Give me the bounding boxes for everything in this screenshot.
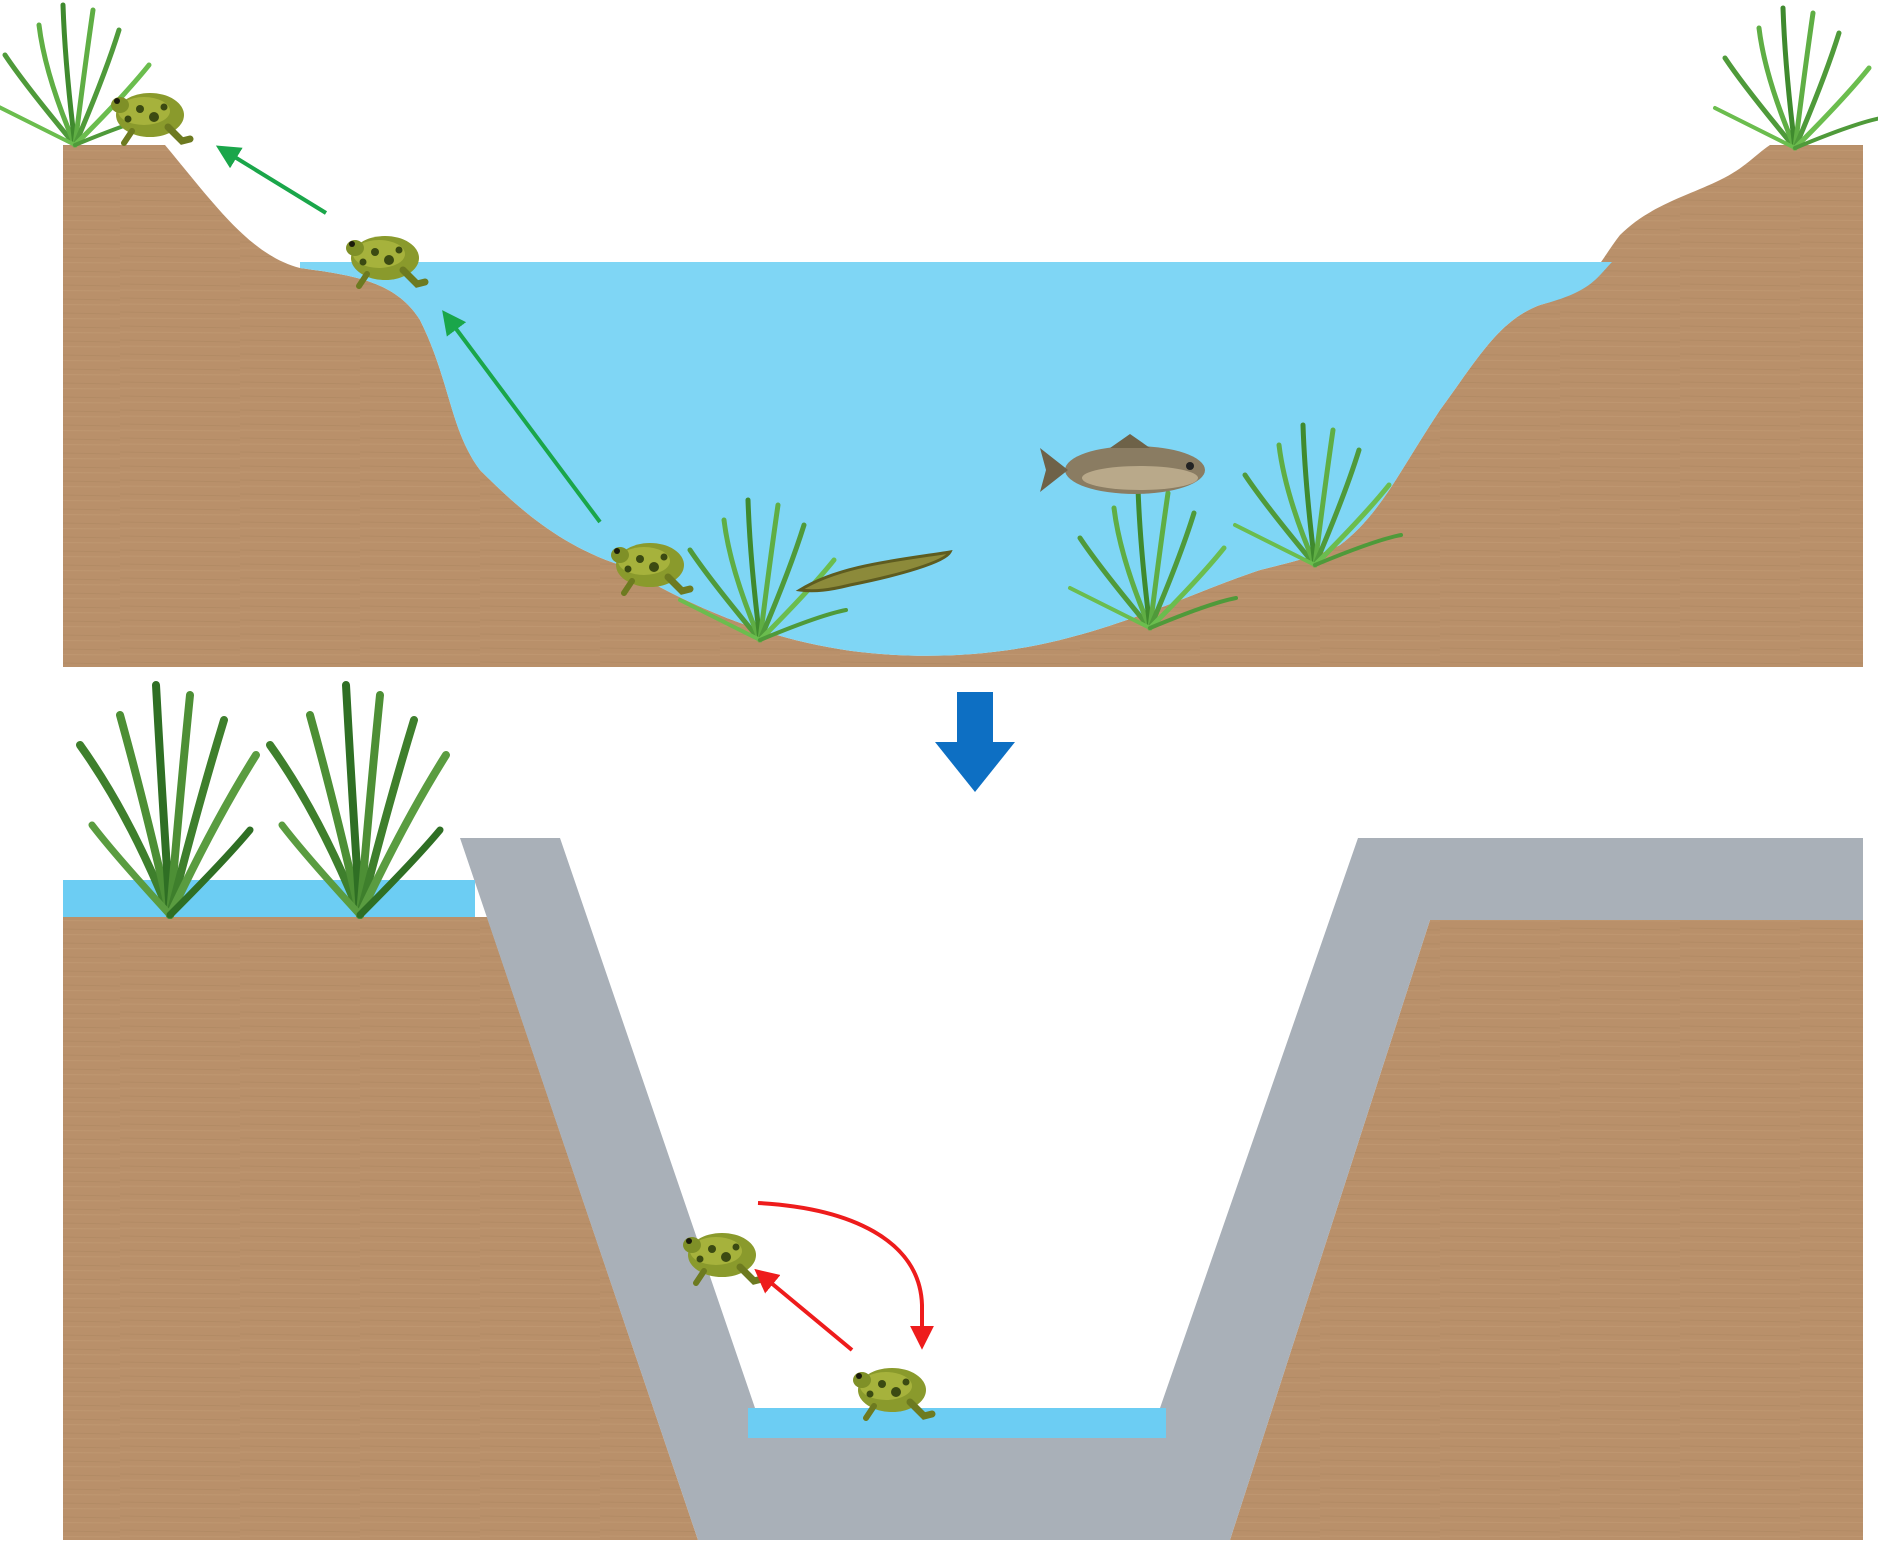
red-arrow (754, 1268, 854, 1352)
channel-left-soil (63, 917, 698, 1540)
green-arrow (442, 310, 602, 524)
loach-icon (795, 550, 953, 593)
frog-icon (111, 93, 190, 143)
natural-stream-panel (0, 5, 1878, 667)
grass-icon (1715, 8, 1878, 148)
concrete-channel-panel (63, 685, 1863, 1540)
red-arrow (757, 1201, 934, 1350)
natural-stream-soil (63, 145, 1863, 667)
concrete-lining (460, 838, 1863, 1540)
channel-right-soil (1230, 920, 1863, 1540)
fish-icon (1040, 434, 1205, 494)
wetland-water (63, 880, 475, 917)
green-arrow (215, 145, 328, 215)
arrow-down-icon (935, 692, 1015, 792)
channel-water (748, 1408, 1166, 1438)
